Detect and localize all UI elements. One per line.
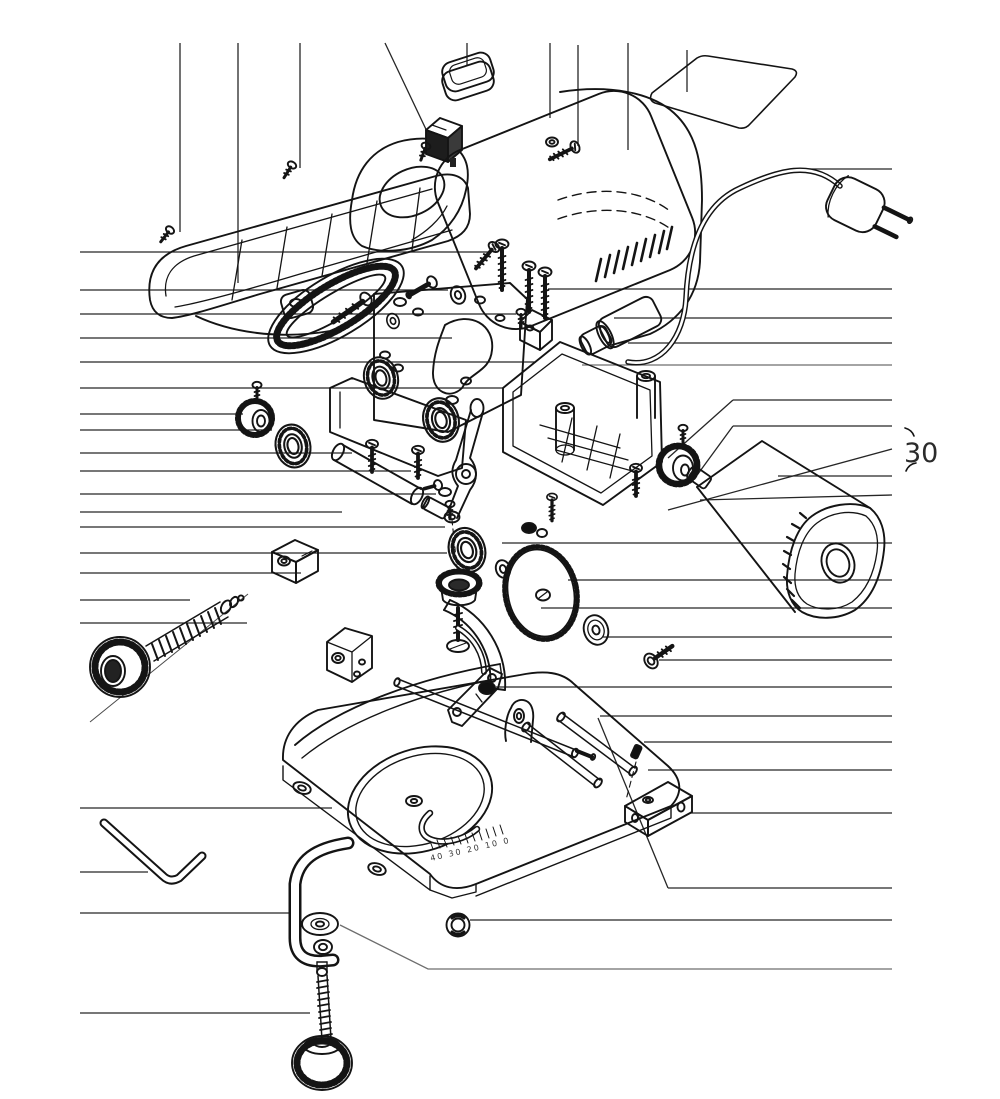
feed-spindle xyxy=(145,594,245,662)
vise-jaw xyxy=(271,539,319,584)
vise-block xyxy=(326,627,373,683)
bolt xyxy=(422,479,444,491)
motor xyxy=(686,440,886,619)
clamp-washer xyxy=(301,912,339,955)
clamp-knob xyxy=(291,1035,353,1091)
spindle-knob xyxy=(89,636,151,698)
part-number-label: 30 xyxy=(904,438,938,469)
clamp-arm xyxy=(288,836,355,968)
angle-scale xyxy=(429,824,504,850)
power-cord xyxy=(578,167,843,366)
tick-mark xyxy=(904,427,915,437)
blade-screw xyxy=(643,643,675,670)
pivot-clevis xyxy=(504,699,535,743)
hex-key xyxy=(99,818,207,885)
base-plate xyxy=(282,663,681,899)
clamp-screw xyxy=(316,961,333,1041)
screw xyxy=(155,223,178,247)
bolt xyxy=(405,275,438,300)
toggle-link xyxy=(447,667,503,727)
ball-bearing xyxy=(269,419,317,473)
saw-blade xyxy=(502,544,580,642)
pivot-link-arm xyxy=(443,398,548,538)
tick-mark xyxy=(905,462,917,472)
spacer-shaft xyxy=(330,442,450,520)
switch-button-cap xyxy=(441,51,495,102)
drive-belt xyxy=(267,257,405,355)
bevel-pinion-gear xyxy=(238,380,273,436)
screw xyxy=(364,437,380,474)
screw xyxy=(469,238,504,275)
power-plug xyxy=(825,175,914,240)
gearbox-plate xyxy=(373,282,528,433)
blade-flange-washer xyxy=(582,614,610,646)
screw xyxy=(536,265,554,320)
leader-lines xyxy=(80,42,893,1014)
flange-nut xyxy=(445,912,471,938)
handle-arm xyxy=(148,173,471,336)
housing-cover xyxy=(433,89,697,331)
screw-set xyxy=(155,158,644,523)
rating-label xyxy=(649,54,798,129)
cord-clamp-bracket xyxy=(519,309,553,351)
screw xyxy=(628,461,644,498)
bolt xyxy=(330,291,373,325)
screw xyxy=(410,443,426,480)
switch-block xyxy=(415,117,463,167)
screw xyxy=(278,158,300,182)
screw xyxy=(520,259,538,314)
screw xyxy=(545,491,559,523)
arm-frame-tray xyxy=(502,309,663,506)
washer xyxy=(438,487,452,497)
rail-block xyxy=(624,781,693,837)
fence-rails xyxy=(521,711,643,801)
belt-tension-bracket xyxy=(329,351,467,477)
